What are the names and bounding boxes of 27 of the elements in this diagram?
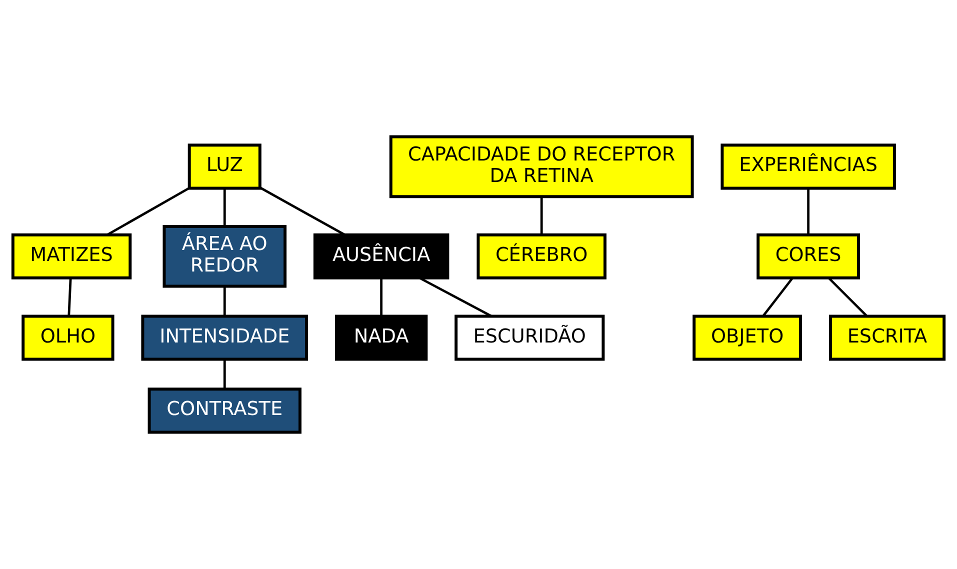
node-box: ESCRITA	[828, 314, 946, 361]
connector	[223, 359, 226, 389]
connector	[223, 188, 226, 226]
connector	[828, 277, 868, 316]
node-box: OBJETO	[692, 314, 802, 361]
node-box: EXPERIÊNCIAS	[720, 144, 896, 190]
node-box: AUSÊNCIA	[313, 233, 450, 280]
node-box: ESCURIDÃO	[454, 314, 605, 361]
connector	[106, 187, 190, 236]
connector	[762, 278, 794, 316]
node-box: LUZ	[188, 144, 262, 190]
node-box: OLHO	[22, 314, 114, 361]
node-box: CORES	[756, 233, 860, 280]
connector	[380, 278, 383, 316]
connector	[68, 278, 72, 316]
connector	[807, 188, 810, 235]
node-box: INTENSIDADE	[141, 314, 308, 361]
node-box: MATIZES	[11, 233, 132, 280]
node-box: CAPACIDADE DO RECEPTOR DA RETINA	[389, 135, 694, 198]
connector	[260, 186, 346, 236]
connector	[419, 277, 492, 318]
node-box: CONTRASTE	[148, 388, 302, 434]
connector	[223, 286, 226, 316]
connector	[540, 196, 543, 235]
node-box: ÁREA AO REDOR	[162, 225, 287, 288]
node-box: CÉREBRO	[476, 233, 606, 280]
node-box: NADA	[334, 314, 428, 361]
